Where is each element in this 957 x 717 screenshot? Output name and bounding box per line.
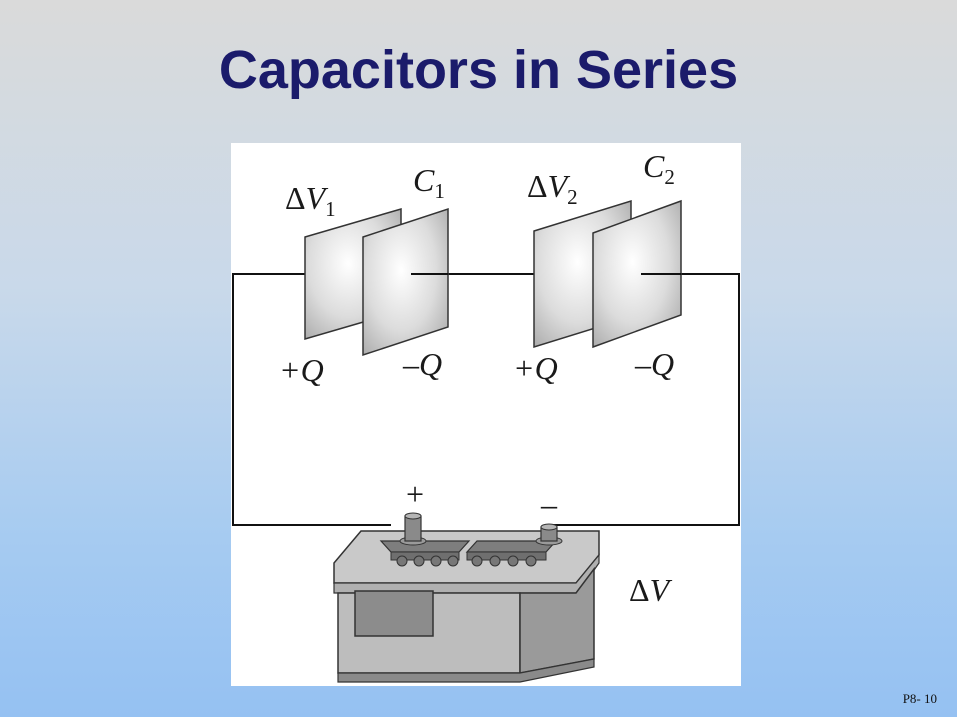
- capacitor-2-voltage-label: ΔV2: [527, 168, 578, 209]
- battery-minus-label: –: [540, 486, 558, 522]
- battery: [333, 512, 600, 683]
- battery-base: [337, 658, 595, 683]
- capacitor-1: [304, 207, 449, 357]
- capacitor-1-plus-charge: +Q: [279, 352, 324, 388]
- battery-lid-edge: [333, 553, 600, 594]
- battery-voltage-label: ΔV: [629, 572, 673, 608]
- capacitor-2-name-label: C2: [643, 148, 675, 189]
- slide-title: Capacitors in Series: [218, 40, 739, 100]
- capacitor-1-name-label: C1: [413, 162, 445, 203]
- capacitor-2: [533, 199, 682, 349]
- battery-positive-terminal: [399, 512, 427, 546]
- series-capacitor-diagram: ΔV1 C1 +Q –Q ΔV2 C2 +Q –Q: [231, 143, 741, 686]
- capacitor-2-negative-plate: [592, 199, 682, 349]
- capacitor-1-minus-charge: –Q: [402, 346, 442, 382]
- capacitor-2-minus-charge: –Q: [634, 346, 674, 382]
- capacitor-2-plus-charge: +Q: [513, 350, 558, 386]
- battery-label-panel: [354, 590, 434, 637]
- capacitor-1-voltage-label: ΔV1: [285, 180, 336, 221]
- capacitor-1-negative-plate: [362, 207, 449, 357]
- battery-cell-caps-right: [465, 540, 558, 567]
- slide-number: P8- 10: [902, 691, 937, 706]
- battery-negative-terminal: [535, 523, 563, 546]
- battery-side: [519, 566, 595, 674]
- battery-plus-label: +: [406, 476, 424, 512]
